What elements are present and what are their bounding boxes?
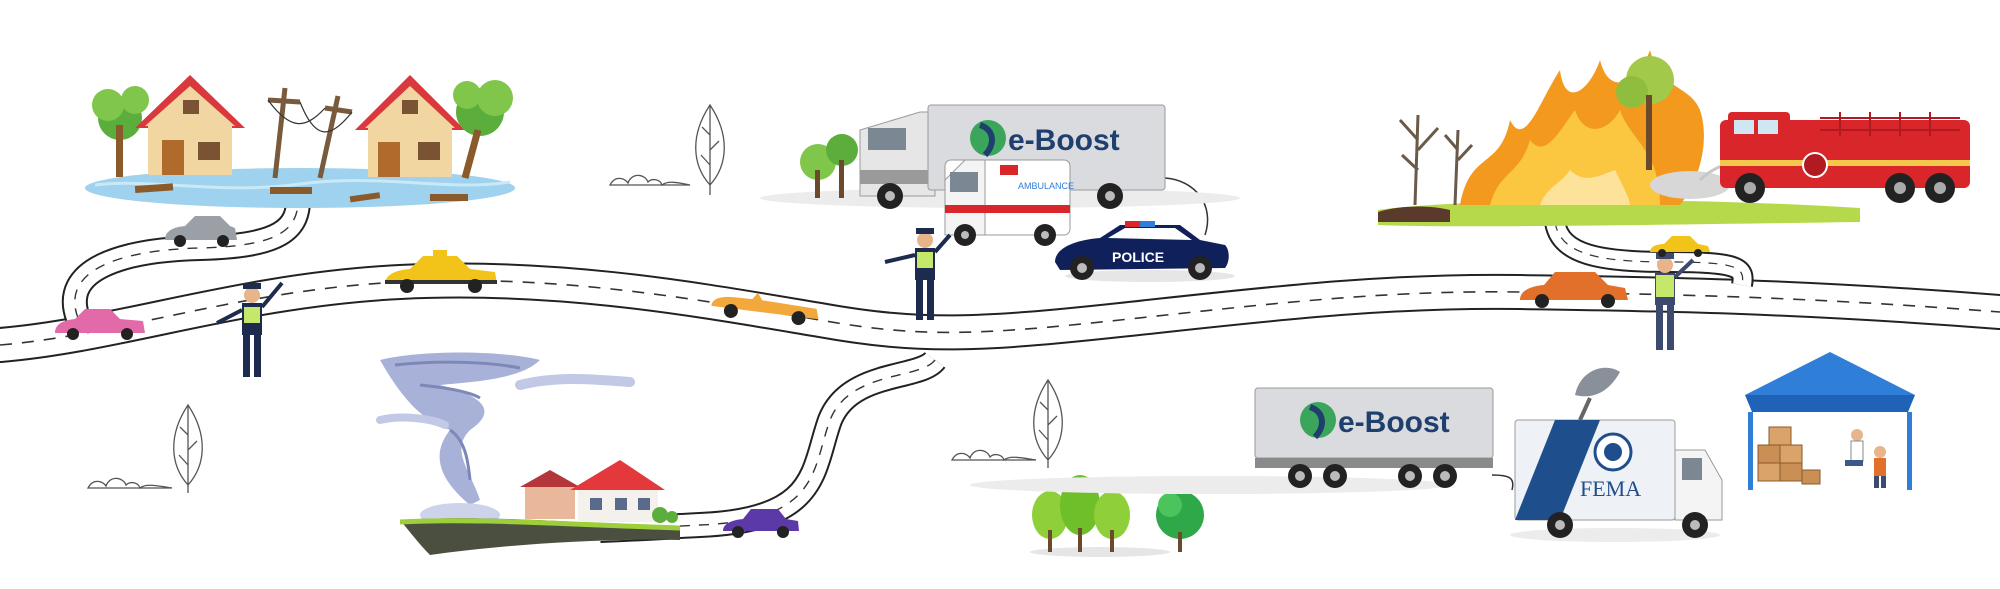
trailer-brand-label: e-Boost bbox=[1338, 406, 1450, 439]
ambulance-label: AMBULANCE bbox=[1018, 181, 1074, 191]
ambulance-icon: AMBULANCE bbox=[944, 159, 1074, 246]
taxi-icon bbox=[385, 250, 497, 293]
flood-houses-icon bbox=[85, 75, 515, 208]
police-car-label: POLICE bbox=[1112, 249, 1164, 265]
traffic-officer-icon bbox=[884, 228, 952, 320]
car-icon bbox=[55, 309, 145, 340]
fema-truck-icon: FEMA bbox=[1510, 367, 1723, 542]
taxi-icon bbox=[1650, 236, 1710, 257]
fema-truck-label: FEMA bbox=[1580, 476, 1641, 501]
wildfire-icon bbox=[1378, 50, 1860, 227]
car-icon bbox=[165, 216, 237, 247]
cable-trailer-to-fema bbox=[1491, 474, 1514, 491]
eboost-trailer-bottom: e-Boost bbox=[970, 387, 1494, 494]
car-icon bbox=[1520, 272, 1628, 308]
relief-tent-icon bbox=[1745, 352, 1915, 490]
tree-cluster-icon bbox=[1030, 475, 1204, 557]
fire-truck-icon bbox=[1720, 112, 1970, 203]
car-icon bbox=[723, 509, 799, 538]
bush-outline-icon bbox=[86, 477, 173, 490]
traffic-officer-icon bbox=[1655, 253, 1695, 350]
tree-outline-icon bbox=[173, 403, 203, 493]
bush-outline-icon bbox=[608, 174, 691, 187]
traffic-officer-icon bbox=[216, 281, 284, 377]
police-car-icon: POLICE bbox=[1055, 221, 1235, 282]
tornado-icon bbox=[376, 352, 681, 555]
line-art-trees bbox=[86, 103, 1063, 493]
tree-outline-icon bbox=[695, 103, 725, 195]
bush-outline-icon bbox=[950, 449, 1037, 462]
convertible-car-icon bbox=[711, 292, 819, 326]
tree-outline-icon bbox=[1033, 378, 1063, 468]
trailer-brand-label: e-Boost bbox=[1008, 124, 1120, 157]
